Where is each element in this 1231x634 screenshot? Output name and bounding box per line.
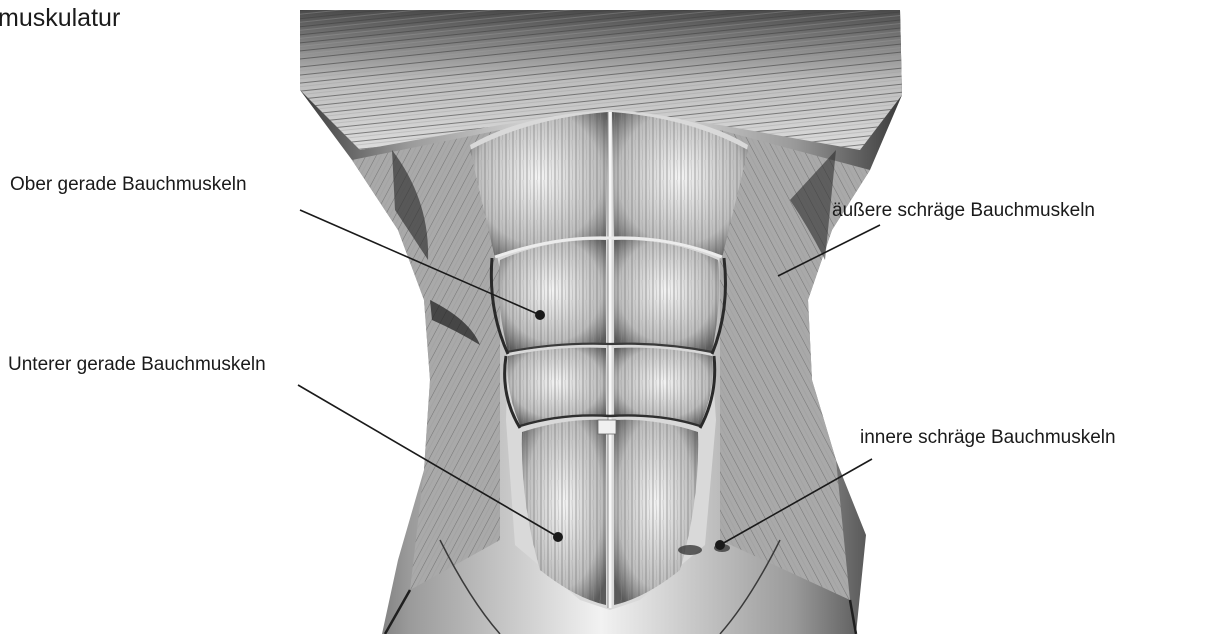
leader-internal-oblique: [720, 459, 872, 545]
leader-dot-internal-oblique: [715, 540, 725, 550]
leader-upper-rectus: [300, 210, 540, 315]
leader-lower-rectus: [298, 385, 558, 537]
leader-external-oblique: [778, 225, 880, 276]
leader-dot-lower-rectus: [553, 532, 563, 542]
label-upper-rectus: Ober gerade Bauchmuskeln: [10, 174, 247, 196]
label-lower-rectus: Unterer gerade Bauchmuskeln: [8, 354, 266, 376]
label-internal-oblique: innere schräge Bauchmuskeln: [860, 427, 1116, 449]
label-external-oblique: äußere schräge Bauchmuskeln: [832, 200, 1095, 222]
leader-dot-upper-rectus: [535, 310, 545, 320]
